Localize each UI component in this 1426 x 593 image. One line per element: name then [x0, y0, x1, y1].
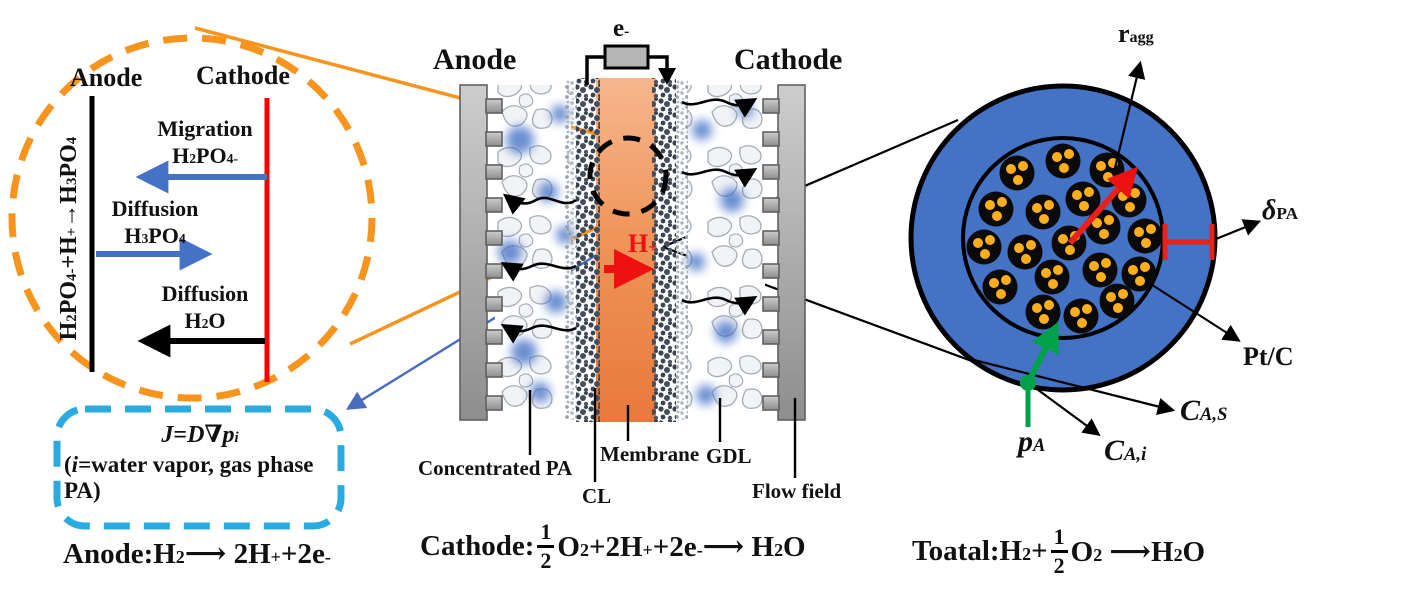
c-ai-label: CA,i: [1104, 434, 1147, 467]
cathode-cl: [652, 78, 676, 422]
flux-law-box: [53, 405, 345, 530]
gdl-label: GDL: [706, 444, 752, 468]
flux-law-note: (i=water vapor, gas phase PA): [64, 452, 314, 503]
fraction-bar: [1050, 550, 1068, 553]
ptc-label: Pt/C: [1243, 342, 1294, 371]
magnifier-dashed-circle: [8, 34, 376, 402]
mea-schematic: [459, 44, 806, 482]
fraction-bar: [537, 545, 555, 548]
c-ai-pointer-arrow: [1025, 380, 1101, 436]
diffusion-water-species: H2O: [184, 308, 226, 333]
anode-reaction-equation: Anode:H2⟶ 2H++2e-: [63, 536, 331, 571]
proton-label: H+: [628, 229, 658, 258]
component-pointer-lines: [528, 388, 797, 482]
membrane-zoom-dashed-circle: [587, 135, 669, 217]
p-a-label: pA: [1018, 425, 1046, 458]
agglomerate-model: [908, 60, 1262, 436]
one-half-fraction: 1 2: [537, 519, 555, 573]
cathode-eq-rest: O2+2H++2e-⟶ H2O: [557, 531, 806, 563]
total-eq-prefix: Toatal:H2+: [912, 535, 1048, 567]
c-as-pointer-arrow: [965, 356, 1176, 416]
gas-flow-arrows: [500, 97, 758, 344]
diffusion-water-label: Diffusion: [161, 281, 249, 306]
frac-numerator: 1: [540, 519, 552, 544]
pa-transport-magnifier: [8, 34, 376, 402]
diffusion-pa-label: Diffusion: [111, 196, 199, 221]
cathode-eq-prefix: Cathode:: [420, 530, 535, 562]
left-cathode-label: Cathode: [196, 61, 290, 90]
p-a-surface-marker: [1020, 321, 1059, 427]
migration-species: H2PO4-: [172, 143, 238, 168]
frac-denominator: 2: [540, 548, 552, 573]
electron-flow-arrowhead: [658, 68, 676, 85]
cell-anode-label: Anode: [433, 43, 517, 76]
total-eq-rest: O2 ⟶H2O: [1070, 536, 1206, 568]
migration-label: Migration: [157, 116, 253, 141]
cell-cathode-label: Cathode: [734, 43, 843, 76]
cathode-mpl: [676, 80, 688, 420]
pa-droplets: [498, 102, 753, 405]
pa-film-thickness-ibeam: [1162, 224, 1215, 260]
electron-circuit: [585, 44, 676, 85]
c-as-label: CA,S: [1180, 394, 1228, 427]
total-reaction-equation: Toatal:H2+ 1 2 O2 ⟶H2O: [912, 526, 1205, 577]
cl-label: CL: [582, 484, 612, 508]
anode-flow-field-plate: [459, 84, 503, 421]
anode-mpl: [565, 80, 577, 420]
frac-denominator: 2: [1053, 553, 1065, 578]
left-anode-label: Anode: [70, 63, 143, 92]
frac-numerator: 1: [1053, 524, 1065, 549]
membrane-label: Membrane: [600, 442, 700, 466]
concentrated-pa-label: Concentrated PA: [418, 456, 573, 480]
r-agg-pointer-arrow: [1113, 60, 1146, 169]
anode-cl: [576, 78, 600, 422]
r-agg-radius-arrow: [1067, 166, 1138, 245]
flow-field-label: Flow field: [752, 479, 842, 503]
delta-pa-pointer-arrow: [1215, 219, 1262, 241]
r-agg-label: ragg: [1118, 19, 1154, 48]
anode-reaction-text: Anode:H2⟶ 2H++2e-: [63, 538, 331, 570]
pa-formation-reaction: H2PO4-+H+→H3PO4: [55, 136, 82, 341]
cathode-reaction-equation: Cathode: 1 2 O2+2H++2e-⟶ H2O: [420, 521, 806, 572]
cathode-flow-field-plate: [762, 84, 806, 421]
ptc-pointer-arrow: [1145, 280, 1241, 342]
delta-pa-label: δPA: [1262, 195, 1299, 226]
cathode-gdl: [687, 85, 765, 418]
flux-law-equation: J=D∇pi: [161, 422, 239, 448]
electron-label: e-: [613, 15, 630, 42]
diffusion-pa-species: H3PO4: [124, 223, 186, 248]
one-half-fraction: 1 2: [1050, 524, 1068, 578]
